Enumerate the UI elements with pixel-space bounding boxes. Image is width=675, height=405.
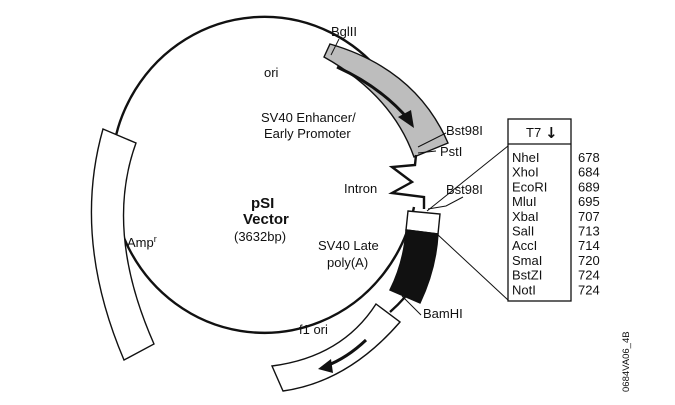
bst98i-bottom-label: Bst98I [446, 182, 483, 197]
promoter-arrowhead-icon [398, 110, 414, 128]
bst98i-bottom-pointer [427, 196, 464, 210]
promoter-arrow [336, 65, 411, 121]
mcs-enzyme: NotI [512, 282, 536, 297]
mcs-header: T7 [526, 125, 541, 140]
psti-pointer [417, 150, 437, 154]
bglii-label: BglII [331, 24, 357, 39]
mcs-position: 724 [578, 282, 600, 297]
bst98i-top-pointer [417, 132, 447, 148]
intron-label: Intron [344, 181, 377, 196]
mcs-enzyme: NheI [512, 150, 539, 165]
f1-ori-arrowhead-icon [318, 359, 333, 373]
amp-label: Ampr [127, 234, 157, 250]
mcs-position: 713 [578, 224, 600, 239]
f1-ori-label: f1 ori [299, 322, 328, 337]
bamhi-pointer [401, 295, 422, 316]
amp-region [90, 128, 155, 361]
mcs-position: 714 [578, 238, 600, 253]
sv40-enhancer-promoter-region [323, 43, 449, 158]
down-arrow-icon: ↓ [545, 124, 558, 142]
bglii-pointer [330, 38, 340, 56]
vector-subtitle: Vector [243, 211, 289, 228]
bamhi-label: BamHI [423, 306, 463, 321]
mcs-callout-top [426, 145, 509, 212]
intron-line [388, 154, 426, 209]
mcs-enzyme: BstZI [512, 268, 542, 283]
mcs-position: 707 [578, 209, 600, 224]
mcs-enzyme: XbaI [512, 209, 539, 224]
mcs-enzyme: SmaI [512, 253, 542, 268]
psti-label: PstI [440, 144, 462, 159]
mcs-enzyme: EcoRI [512, 179, 547, 194]
figure-code: 0684VA06_4B [621, 331, 632, 392]
backbone-arc-right [389, 296, 406, 313]
bst98i-top-label: Bst98I [446, 123, 483, 138]
mcs-callout-bottom [436, 233, 509, 301]
sv40-polya-region [389, 229, 439, 304]
mcs-position: 689 [578, 179, 600, 194]
mcs-position: 720 [578, 253, 600, 268]
f1-ori-region [270, 302, 402, 392]
enhancer-label-line2: Early Promoter [264, 126, 351, 141]
mcs-position: 695 [578, 194, 600, 209]
polya-label-line2: poly(A) [327, 255, 368, 270]
ori-label: ori [264, 65, 279, 80]
polya-label-line1: SV40 Late [318, 238, 379, 253]
mcs-enzyme: MluI [512, 194, 537, 209]
vector-name: pSI [251, 195, 274, 212]
mcs-enzyme: AccI [512, 238, 537, 253]
mcs-position: 724 [578, 268, 600, 283]
mcs-enzyme: SalI [512, 224, 534, 239]
mcs-enzyme: XhoI [512, 165, 539, 180]
mcs-position: 684 [578, 165, 600, 180]
mcs-position: 678 [578, 150, 600, 165]
mcs-box [507, 118, 572, 302]
vector-size: (3632bp) [234, 229, 286, 244]
enhancer-label-line1: SV40 Enhancer/ [261, 110, 356, 125]
